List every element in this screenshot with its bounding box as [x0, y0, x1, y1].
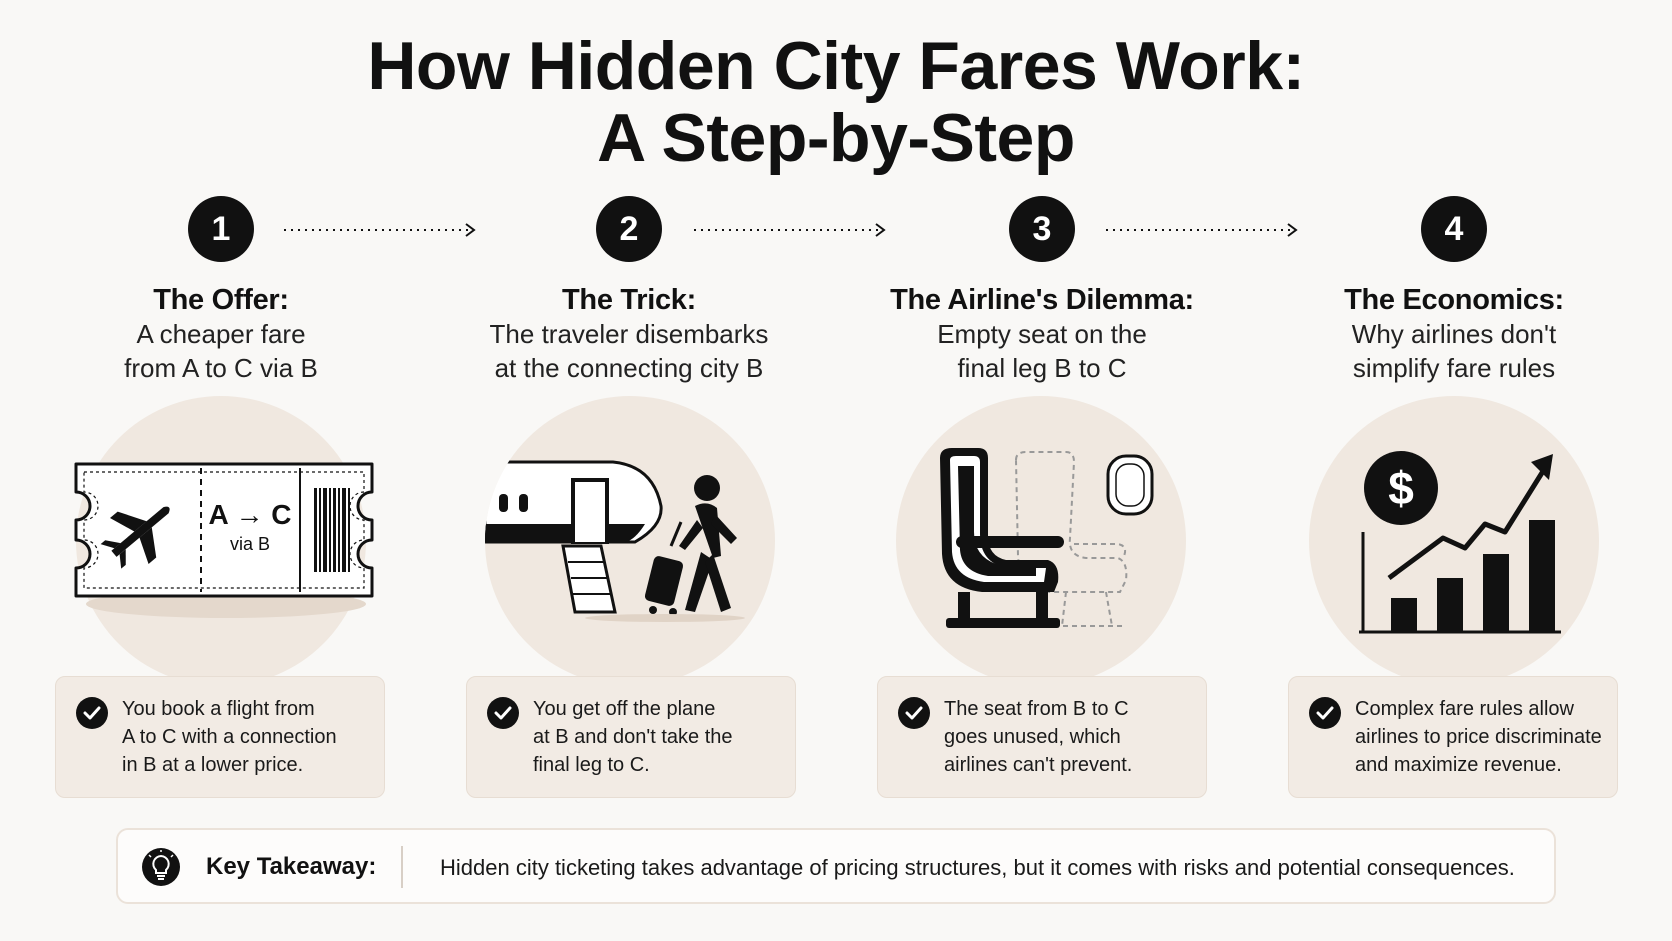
ticket-route: A → C — [209, 499, 292, 530]
disembark-illustration — [485, 396, 775, 686]
ticket-icon: A → C via B — [74, 462, 374, 618]
step-card-4: Complex fare rules allow airlines to pri… — [1288, 676, 1618, 798]
page-title: How Hidden City Fares Work: A Step-by-St… — [0, 30, 1672, 174]
step-number: 2 — [596, 196, 662, 262]
arrow-3-4 — [1106, 223, 1298, 237]
step-card-1: You book a flight from A to C with a con… — [55, 676, 385, 798]
step-subtitle: The traveler disembarks at the connectin… — [489, 319, 769, 383]
empty-seat-icon — [940, 448, 1154, 628]
ticket-via: via B — [230, 534, 270, 554]
step-card-3: The seat from B to C goes unused, which … — [877, 676, 1207, 798]
title-line-2: A Step-by-Step — [597, 100, 1075, 176]
arrow-2-3 — [694, 223, 886, 237]
dollar-icon: $ — [1388, 462, 1414, 514]
step-card-text: You get off the plane at B and don't tak… — [533, 698, 733, 776]
step-heading: The Airline's Dilemma: — [890, 284, 1194, 316]
step-heading: The Trick: — [562, 284, 696, 316]
key-takeaway-banner: Key Takeaway: Hidden city ticketing take… — [116, 828, 1556, 904]
takeaway-divider — [401, 846, 403, 888]
check-icon — [487, 697, 519, 729]
step-number: 3 — [1009, 196, 1075, 262]
step-number: 1 — [188, 196, 254, 262]
disembark-icon — [485, 460, 745, 622]
empty-seat-illustration — [896, 396, 1186, 686]
takeaway-label: Key Takeaway: — [206, 853, 377, 880]
step-heading: The Economics: — [1344, 284, 1564, 316]
step-card-text: Complex fare rules allow airlines to pri… — [1355, 698, 1602, 776]
barcode-icon — [314, 488, 350, 572]
step-card-text: The seat from B to C goes unused, which … — [944, 698, 1133, 776]
check-icon — [76, 697, 108, 729]
title-line-1: How Hidden City Fares Work: — [367, 28, 1305, 104]
step-heading: The Offer: — [153, 284, 289, 316]
step-subtitle: A cheaper fare from A to C via B — [124, 319, 318, 383]
step-1: 1 The Offer: A cheaper fare from A to C … — [21, 196, 421, 385]
ticket-illustration: A → C via B — [74, 396, 374, 686]
step-number: 4 — [1421, 196, 1487, 262]
step-2: 2 The Trick: The traveler disembarks at … — [429, 196, 829, 385]
takeaway-text: Hidden city ticketing takes advantage of… — [440, 855, 1515, 880]
step-card-text: You book a flight from A to C with a con… — [122, 698, 337, 776]
revenue-chart-icon: $ — [1359, 451, 1561, 634]
step-card-2: You get off the plane at B and don't tak… — [466, 676, 796, 798]
economics-illustration: $ — [1309, 396, 1599, 686]
step-subtitle: Empty seat on the final leg B to C — [937, 319, 1147, 383]
lightbulb-icon — [142, 848, 180, 886]
check-icon — [1309, 697, 1341, 729]
check-icon — [898, 697, 930, 729]
step-4: 4 The Economics: Why airlines don't simp… — [1254, 196, 1654, 385]
arrow-1-2 — [284, 223, 476, 237]
step-subtitle: Why airlines don't simplify fare rules — [1351, 319, 1557, 383]
step-3: 3 The Airline's Dilemma: Empty seat on t… — [842, 196, 1242, 385]
